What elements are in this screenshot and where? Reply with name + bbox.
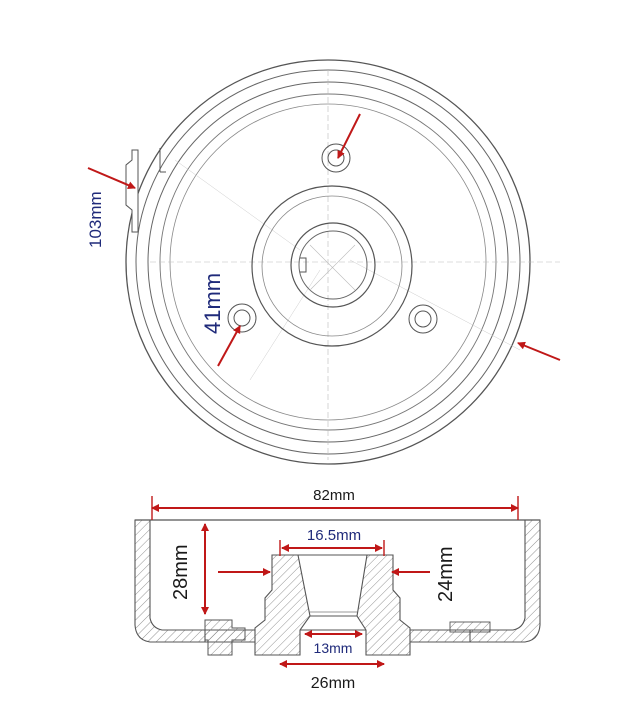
hub-left-section	[254, 554, 311, 656]
hub-boss-outer	[251, 185, 413, 347]
hub-top-label: 16.5mm	[307, 527, 361, 544]
bolt-circle-label: 41mm	[200, 273, 225, 334]
outer-diameter-label: 103mm	[86, 191, 105, 248]
timing-tab	[125, 149, 139, 233]
hub-height-label: 24mm	[435, 546, 457, 602]
bolt-stud	[204, 619, 246, 656]
arrow-bolt-hole-top	[337, 113, 361, 159]
hub-base-label: 26mm	[311, 675, 355, 692]
depth-label: 28mm	[170, 544, 192, 600]
top-view: 103mm 41mm	[86, 59, 561, 465]
hub-boss-inner	[261, 195, 403, 337]
right-insert	[449, 621, 491, 633]
arrow-bolt-hole-left	[217, 325, 241, 367]
section-view: 82mm 28mm 16.5mm 24mm 13mm 26mm	[134, 487, 541, 692]
bolt-hole-left	[227, 303, 257, 333]
arrow-outer-diameter-right	[517, 341, 561, 361]
bolt-hole-top	[321, 143, 351, 173]
shaft-bore-inner	[298, 230, 368, 300]
hub-right-section	[356, 554, 411, 656]
keyway	[300, 257, 307, 273]
bore-label: 13mm	[314, 640, 353, 656]
width-label: 82mm	[313, 487, 355, 504]
arrow-outer-diameter-left	[87, 167, 136, 189]
bolt-hole-right	[408, 304, 438, 334]
shaft-bore	[290, 222, 376, 308]
